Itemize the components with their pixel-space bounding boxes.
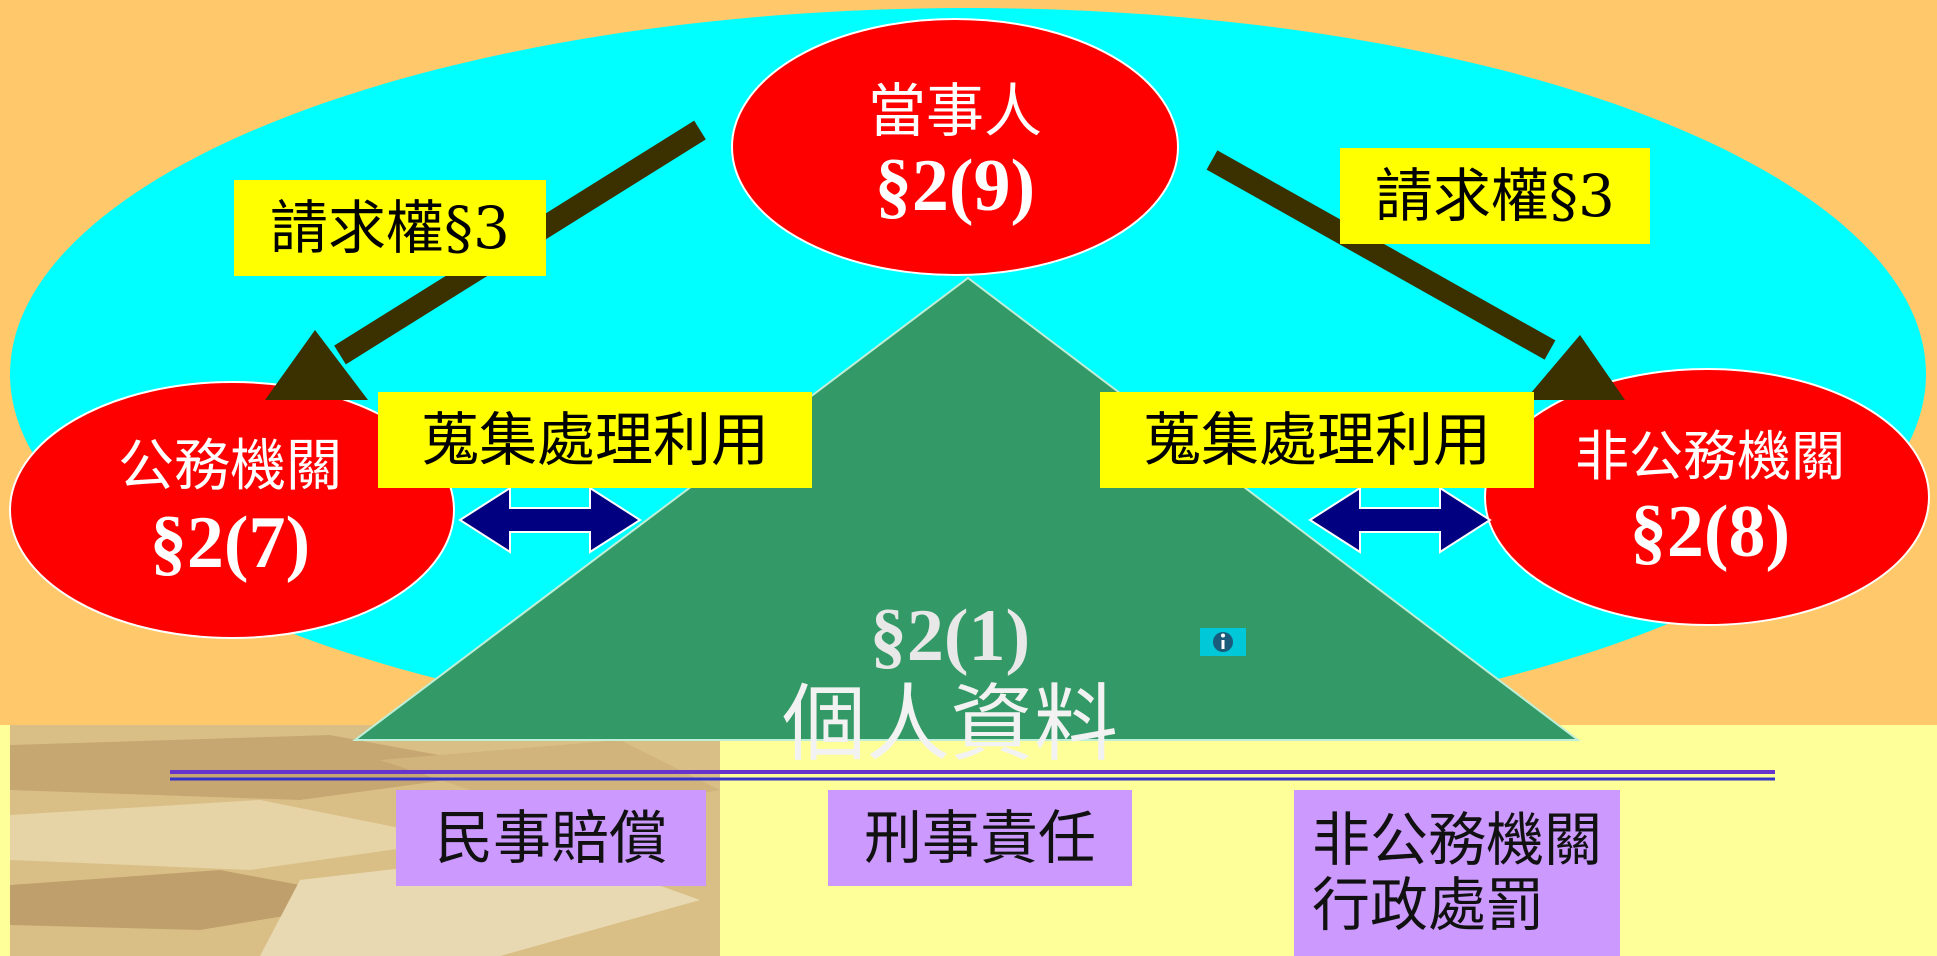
public-agency-name: 公務機關 [118,433,342,499]
double-arrow-right [1308,486,1492,554]
double-arrow-left [458,486,642,554]
admin-penalty-line1: 非公務機關 [1312,806,1603,875]
public-agency-node [9,381,455,639]
personal-data-triangle [352,276,1581,741]
nonpublic-agency-ref: §2(8) [1629,490,1791,573]
criminal-liability-label: 刑事責任 [828,790,1132,886]
nonpublic-agency-node [1484,368,1930,626]
personal-data-label: §2(1) 個人資料 [740,588,1160,778]
party-name: 當事人 [867,76,1042,145]
public-agency-label: 公務機關 §2(7) [80,420,380,600]
party-node [731,18,1179,276]
use-label-left: 蒐集處理利用 [378,392,812,488]
admin-penalty-line2: 行政處罰 [1312,871,1545,939]
claim-arrow-right [1206,150,1625,400]
personal-data-name: 個人資料 [781,674,1118,773]
civil-liability-label: 民事賠償 [396,790,706,886]
use-label-right: 蒐集處理利用 [1100,392,1534,488]
admin-penalty-label: 非公務機關 行政處罰 [1294,790,1620,956]
party-label: 當事人 §2(9) [780,68,1130,238]
personal-data-ref: §2(1) [869,595,1031,678]
public-agency-ref: §2(7) [149,501,311,584]
party-ref: §2(9) [874,144,1036,227]
nonpublic-agency-label: 非公務機關 §2(8) [1540,410,1880,590]
claim-label-right: 請求權§3 [1340,148,1650,244]
nonpublic-agency-name: 非公務機關 [1575,424,1845,488]
claim-label-left: 請求權§3 [234,180,546,276]
info-icon[interactable] [1200,628,1246,656]
